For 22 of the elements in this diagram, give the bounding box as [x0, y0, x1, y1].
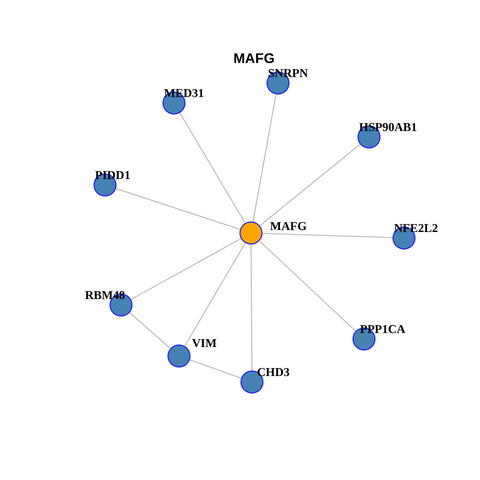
edge-line — [252, 94, 276, 222]
edge-line — [129, 312, 171, 349]
node-label: HSP90AB1 — [359, 121, 418, 133]
node-label: NFE2L2 — [394, 222, 438, 234]
node-label: RBM48 — [85, 289, 125, 301]
edge-line — [179, 112, 246, 224]
node-label: PPP1CA — [360, 323, 406, 335]
edge-line — [116, 188, 240, 230]
node-label: PIDD1 — [95, 169, 130, 181]
node-label: VIM — [192, 337, 217, 349]
node-label: SNRPN — [268, 67, 308, 79]
edge-line — [260, 144, 360, 226]
node-label: CHD3 — [257, 366, 290, 378]
edge-line — [258, 240, 356, 332]
edge-line — [189, 359, 242, 379]
edge-line — [184, 242, 246, 346]
node-label: MAFG — [270, 220, 307, 232]
edge-line — [262, 232, 393, 238]
node-label: MED31 — [164, 87, 204, 99]
edge-line — [130, 238, 242, 300]
diagram-title: MAFG — [233, 50, 275, 66]
edge-line — [250, 244, 252, 371]
